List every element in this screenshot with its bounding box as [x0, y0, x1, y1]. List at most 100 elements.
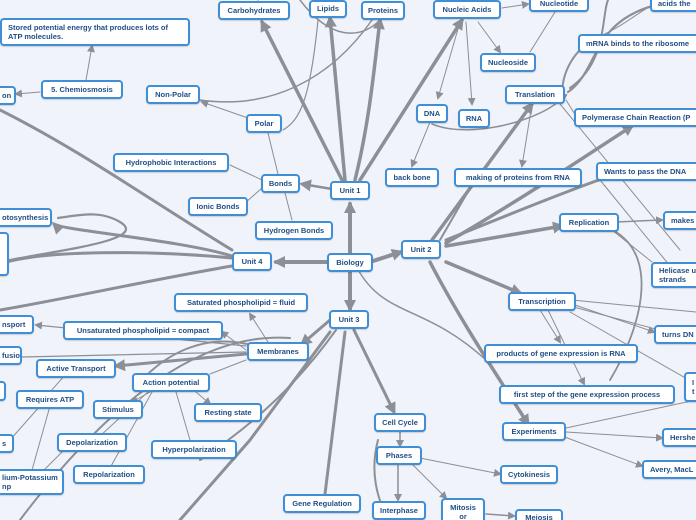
connector-experiments-avery: [561, 435, 644, 468]
connector-transcription-products: [539, 309, 562, 344]
node-making-proteins[interactable]: making of proteins from RNA: [454, 168, 582, 187]
connector-unit4-upper: [0, 108, 234, 252]
connector-unit1-proteins: [353, 17, 385, 182]
connector-unit2-experiments: [428, 260, 530, 427]
node-left-bar[interactable]: [0, 232, 9, 276]
connector-unit3-cellcycle: [352, 328, 396, 415]
node-ionic-bonds[interactable]: Ionic Bonds: [188, 197, 248, 216]
connector-unit2-transcription: [444, 260, 523, 296]
node-unsaturated[interactable]: Unsaturated phospholipid = compact: [63, 321, 223, 340]
connector-unit2-making: [439, 187, 471, 241]
node-bonds[interactable]: Bonds: [261, 174, 300, 193]
node-cell-cycle[interactable]: Cell Cycle: [374, 413, 426, 432]
node-unit2[interactable]: Unit 2: [401, 240, 441, 259]
node-hyperpolarization[interactable]: Hyperpolarization: [151, 440, 237, 459]
connector-unit3-generegulation: [323, 330, 347, 496]
node-action-potential[interactable]: Action potential: [132, 373, 210, 392]
node-unit4[interactable]: Unit 4: [232, 252, 272, 271]
node-left-bar-2[interactable]: [0, 381, 6, 401]
connector-dna-backbone: [410, 121, 431, 168]
node-hershey[interactable]: Hershe: [662, 428, 696, 447]
node-unit3[interactable]: Unit 3: [329, 310, 369, 329]
node-turns-dn[interactable]: turns DN: [654, 325, 696, 344]
node-active-transport[interactable]: Active Transport: [36, 359, 116, 378]
node-first-step[interactable]: first step of the gene expression proces…: [499, 385, 675, 404]
connector-polar-nonpolar: [200, 100, 249, 119]
connector-membranes-action: [209, 359, 247, 375]
node-saturated[interactable]: Saturated phospholipid = fluid: [174, 293, 308, 312]
node-mitosis[interactable]: Mitosis or: [441, 498, 485, 520]
node-fusion-stub[interactable]: fusion: [0, 346, 22, 365]
node-mrna-binds[interactable]: mRNA binds to the ribosome: [578, 34, 696, 53]
node-pcr[interactable]: Polymerase Chain Reaction (P: [574, 108, 696, 127]
node-dna[interactable]: DNA: [416, 104, 448, 123]
node-proteins[interactable]: Proteins: [361, 1, 405, 20]
connector-requires-s: [9, 405, 41, 441]
node-acids-the[interactable]: acids the: [650, 0, 696, 12]
node-membranes[interactable]: Membranes: [247, 342, 309, 361]
connector-unit1-nucleic: [358, 17, 464, 182]
node-interphase[interactable]: Interphase: [372, 501, 426, 520]
node-stimulus[interactable]: Stimulus: [93, 400, 143, 419]
connector-experiments-right: [565, 399, 696, 429]
connector-nucleic-nucleoside: [477, 21, 502, 54]
node-carbohydrates[interactable]: Carbohydrates: [218, 1, 290, 20]
node-makes-stub[interactable]: makes: [663, 211, 696, 230]
node-transcription[interactable]: Transcription: [508, 292, 576, 311]
node-replication[interactable]: Replication: [559, 213, 619, 232]
connector-dna-unit2: [431, 99, 561, 131]
connector-unit4-photosynthesis: [0, 251, 234, 266]
node-hydrogen-bonds[interactable]: Hydrogen Bonds: [255, 221, 333, 240]
connector-mitosis-meiosis: [485, 511, 516, 520]
node-depolarization[interactable]: Depolarization: [57, 433, 127, 452]
node-lipids[interactable]: Lipids: [309, 0, 347, 18]
node-s-stub[interactable]: s: [0, 434, 14, 453]
node-helicase[interactable]: Helicase u strands: [651, 262, 696, 288]
connector-transcription-right2: [571, 299, 696, 313]
node-hydrophobic[interactable]: Hydrophobic Interactions: [113, 153, 229, 172]
connector-bonds-polar: [267, 132, 279, 175]
connector-unit2-replication: [444, 221, 565, 248]
node-avery[interactable]: Avery, MacL: [642, 460, 696, 479]
node-on-stub[interactable]: on: [0, 86, 16, 105]
node-photosynthesis[interactable]: otosynthesis: [0, 208, 52, 227]
node-gene-regulation[interactable]: Gene Regulation: [283, 494, 361, 513]
node-wants-pass[interactable]: Wants to pass the DNA: [596, 162, 696, 181]
node-nucleotide[interactable]: Nucleotide: [529, 0, 589, 12]
node-unit1[interactable]: Unit 1: [330, 181, 370, 200]
node-transport-stub[interactable]: nsport: [0, 315, 34, 334]
connector-nucleic-nucleotide: [501, 0, 530, 9]
connector-unit4-loop2: [8, 213, 128, 262]
node-cytokinesis[interactable]: Cytokinesis: [500, 465, 558, 484]
node-resting-state[interactable]: Resting state: [194, 403, 262, 422]
node-back-bone[interactable]: back bone: [385, 168, 439, 187]
node-stored-energy[interactable]: Stored potential energy that produces lo…: [0, 18, 190, 46]
connector-unit4-lower: [0, 264, 234, 312]
connector-nucleic-rna: [465, 21, 476, 106]
connector-phases-mitosis: [411, 463, 448, 500]
node-nucleic-acids[interactable]: Nucleic Acids: [433, 0, 501, 19]
node-repolarization[interactable]: Repolarization: [73, 465, 145, 484]
node-products-gene[interactable]: products of gene expression is RNA: [484, 344, 638, 363]
node-meiosis[interactable]: Meiosis: [515, 509, 563, 520]
connector-nucleotide-nucleoside: [529, 11, 556, 53]
node-requires-atp[interactable]: Requires ATP: [16, 390, 84, 409]
node-non-polar[interactable]: Non-Polar: [146, 85, 200, 104]
connector-unit1-carbohydrates: [260, 19, 344, 182]
node-nucleoside[interactable]: Nucleoside: [480, 53, 536, 72]
node-phases[interactable]: Phases: [376, 446, 422, 465]
connector-nucleic-dna: [435, 21, 461, 100]
node-biology[interactable]: Biology: [327, 253, 373, 272]
node-rna[interactable]: RNA: [458, 109, 490, 128]
node-i-stub[interactable]: I t: [684, 372, 696, 402]
connector-unit2-wants: [444, 174, 612, 242]
connector-action-repol: [109, 391, 153, 469]
node-translation[interactable]: Translation: [505, 85, 565, 104]
node-experiments[interactable]: Experiments: [502, 422, 566, 441]
connector-lipids-carbs: [282, 19, 319, 131]
connector-experiments-hershey: [565, 431, 664, 442]
node-polar[interactable]: Polar: [246, 114, 282, 133]
node-chemiosmosis[interactable]: 5. Chemiosmosis: [41, 80, 123, 99]
node-sodium-potassium[interactable]: lium-Potassium np: [0, 469, 64, 495]
